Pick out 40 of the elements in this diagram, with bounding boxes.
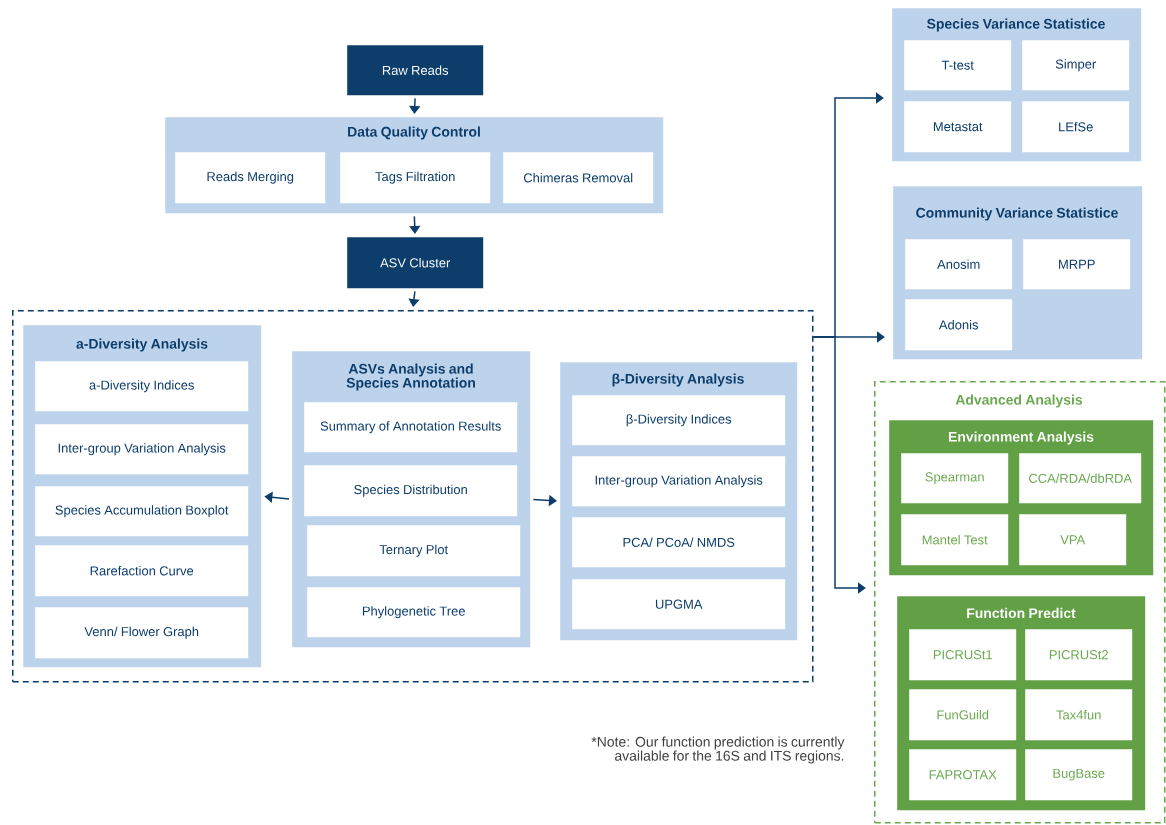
item-box: MRPP [1023, 239, 1131, 290]
dashed-frame [12, 310, 814, 683]
step-box: Raw Reads [347, 45, 484, 96]
item-box: Spearman [901, 453, 1009, 504]
item-box: Species Accumulation Boxplot [35, 486, 249, 537]
item-box: Phylogenetic Tree [307, 587, 521, 638]
step-box: ASV Cluster [347, 237, 484, 289]
item-box: PICRUSt1 [909, 629, 1017, 681]
item-box: Tax4fun [1025, 689, 1133, 741]
item-box: Inter-group Variation Analysis [572, 456, 786, 507]
item-box: UPGMA [572, 579, 786, 630]
item-box: β-Diversity Indices [572, 395, 786, 446]
item-box: VPA [1019, 514, 1127, 566]
item-box: PICRUSt2 [1025, 629, 1133, 681]
arrow [409, 215, 421, 234]
item-box: FunGuild [909, 689, 1017, 741]
arrow [408, 290, 420, 307]
item-box: BugBase [1025, 749, 1133, 801]
item-box: Inter-group Variation Analysis [35, 424, 249, 475]
item-box: Metastat [904, 101, 1012, 153]
item-box: Mantel Test [901, 514, 1009, 566]
item-box: Simper [1022, 40, 1130, 91]
item-box: PCA/ PCoA/ NMDS [572, 517, 786, 568]
arrow [409, 97, 421, 114]
item-box: Rarefaction Curve [35, 545, 249, 597]
item-box: Reads Merging [175, 152, 326, 204]
item-box: Adonis [905, 299, 1013, 351]
item-box: CCA/RDA/dbRDA [1019, 453, 1142, 504]
item-box: Anosim [905, 239, 1013, 290]
item-box: T-test [904, 40, 1012, 91]
item-box: Chimeras Removal [503, 152, 654, 204]
item-box: Summary of Annotation Results [304, 402, 518, 453]
item-box: Ternary Plot [307, 525, 521, 577]
item-box: LEfSe [1022, 101, 1130, 153]
note-text: *Note: Our function prediction is currently available for the 16S and ITS regions. [591, 736, 845, 764]
item-box: Tags Filtration [340, 152, 491, 204]
item-box: a-Diversity Indices [35, 361, 249, 412]
item-box: Venn/ Flower Graph [35, 607, 249, 659]
item-box: Species Distribution [304, 465, 518, 517]
item-box: FAPROTAX [909, 749, 1017, 801]
